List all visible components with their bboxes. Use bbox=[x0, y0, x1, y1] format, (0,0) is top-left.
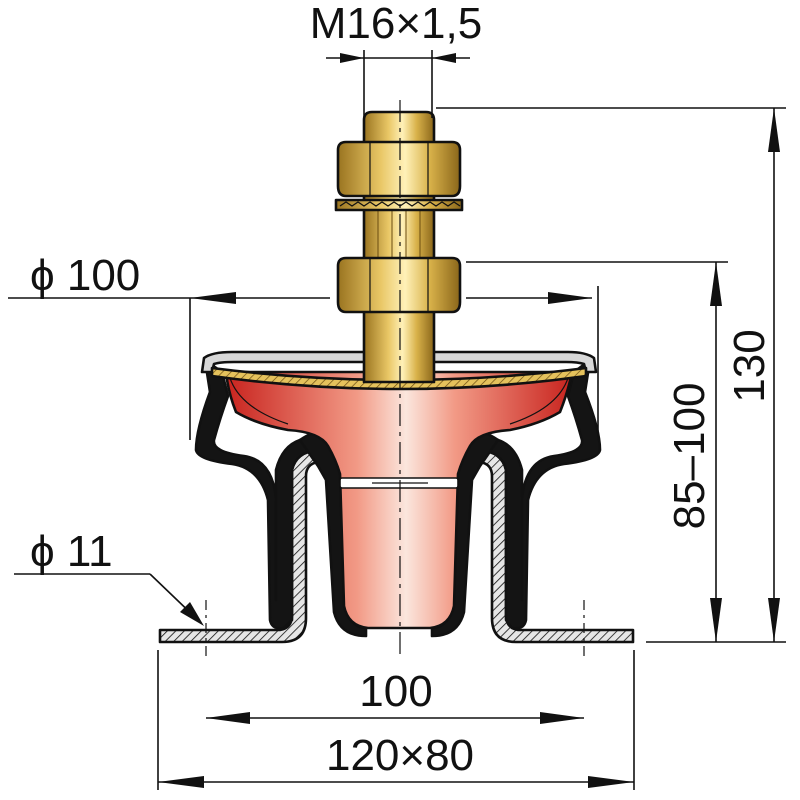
dim-hole-diameter-label: ϕ 11 bbox=[30, 527, 113, 576]
dim-height-range: 85–100 bbox=[466, 261, 730, 643]
dim-flange-diameter-label: ϕ 100 bbox=[30, 251, 140, 300]
dim-height-range-label: 85–100 bbox=[665, 383, 714, 530]
threaded-stud bbox=[334, 110, 464, 384]
dim-thread-label: M16×1,5 bbox=[310, 0, 482, 48]
dim-hole-spacing-label: 100 bbox=[359, 667, 432, 716]
dim-thread: M16×1,5 bbox=[310, 0, 482, 118]
dim-hole-diameter: ϕ 11 bbox=[14, 527, 204, 626]
dim-base-size: 120×80 bbox=[157, 650, 635, 790]
dim-flange-diameter: ϕ 100 bbox=[8, 251, 599, 440]
rubber-core bbox=[224, 370, 574, 630]
dim-hole-spacing: 100 bbox=[206, 667, 584, 724]
dim-base-size-label: 120×80 bbox=[326, 731, 474, 780]
dim-total-height-label: 130 bbox=[725, 329, 774, 402]
dim-total-height: 130 bbox=[436, 107, 786, 643]
